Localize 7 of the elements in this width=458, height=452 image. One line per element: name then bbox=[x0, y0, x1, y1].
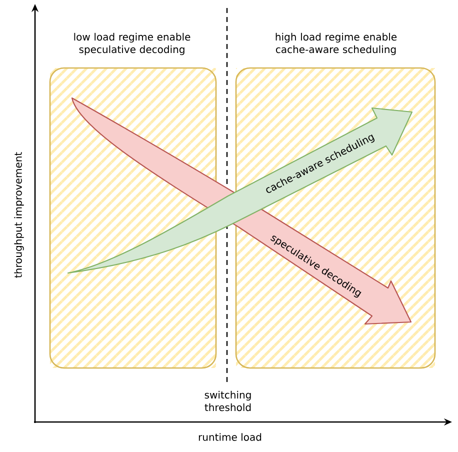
region-box bbox=[49, 67, 217, 369]
threshold-label: switching threshold bbox=[204, 390, 251, 412]
region-heading: low load regime enable speculative decoding bbox=[74, 32, 190, 56]
axis-label: throughput improvement bbox=[14, 152, 24, 278]
region-box bbox=[235, 67, 436, 369]
axis-label: runtime load bbox=[198, 433, 262, 441]
region-heading: high load regime enable cache-aware scheduling bbox=[276, 32, 397, 56]
